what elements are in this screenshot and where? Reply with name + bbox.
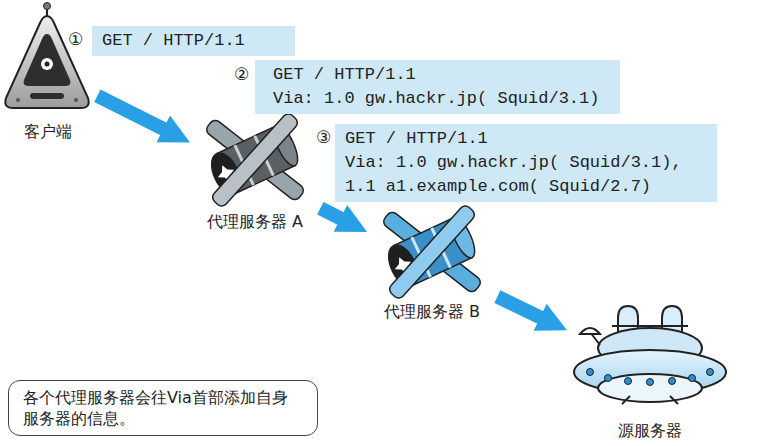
flow-arrow [497,297,541,318]
node-label: 代理服务器 B [384,302,480,322]
client-icon [5,3,88,109]
proxy-figure: 代理服务器 B [372,208,492,322]
http-line: Via: 1.0 gw.hackr.jp( Squid/3.1) [273,87,608,111]
origin-server-icon [574,306,726,404]
node-label: 源服务器 [618,421,682,441]
client-figure: 客户端 [4,0,92,142]
server-figure: 源服务器 [572,300,728,441]
request-box: GET / HTTP/1.1Via: 1.0 gw.hackr.jp( Squi… [255,60,620,114]
callout-number: ② [234,64,249,84]
http-line: Via: 1.0 gw.hackr.jp( Squid/3.1), 1.1 a1… [345,151,705,199]
request-box: GET / HTTP/1.1Via: 1.0 gw.hackr.jp( Squi… [335,124,717,202]
callout-number: ① [68,29,83,49]
flow-arrow [320,208,341,219]
proxy-icon [381,204,482,301]
http-line: GET / HTTP/1.1 [345,127,705,151]
flow-arrow [97,96,164,130]
node-label: 代理服务器 A [207,212,303,232]
callout-number: ③ [316,127,331,147]
request-box: GET / HTTP/1.1 [92,26,295,56]
note-box: 各个代理服务器会往Via首部添加自身服务器的信息。 [8,380,318,436]
note-text: 各个代理服务器会往Via首部添加自身服务器的信息。 [23,387,299,429]
proxy-figure: 代理服务器 A [195,118,315,232]
http-line: GET / HTTP/1.1 [273,63,608,87]
proxy-icon [204,112,305,209]
node-label: 客户端 [24,122,72,142]
http-line: GET / HTTP/1.1 [102,29,283,53]
